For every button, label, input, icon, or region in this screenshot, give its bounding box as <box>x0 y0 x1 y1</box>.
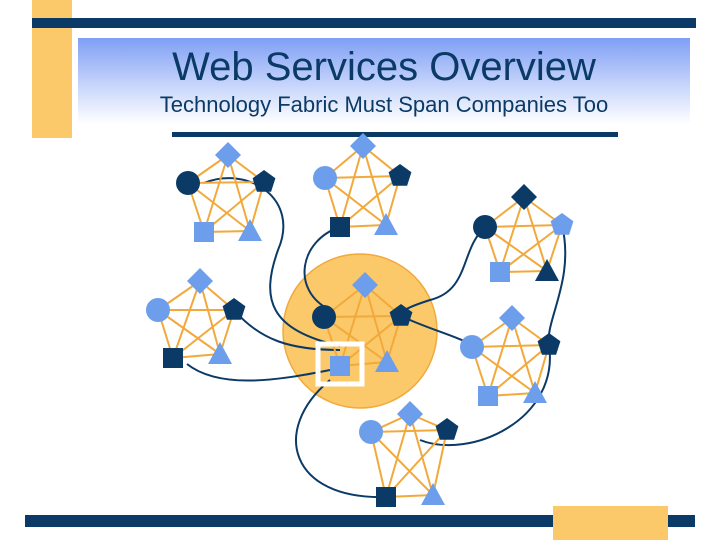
pentagon-icon <box>389 304 413 326</box>
mesh-edge <box>511 317 536 394</box>
mesh-edge <box>487 317 513 397</box>
mesh-edge <box>339 284 366 367</box>
slide-subtitle: Technology Fabric Must Span Companies To… <box>159 92 609 117</box>
cluster-bottom <box>359 401 459 507</box>
triangle-icon <box>421 483 445 505</box>
cluster-top-right <box>473 184 574 282</box>
mesh-edge <box>339 315 402 367</box>
square-icon <box>194 222 214 242</box>
mesh-edge <box>323 315 402 318</box>
mesh-edge <box>385 429 448 498</box>
diamond-icon <box>215 142 241 168</box>
triangle-icon <box>523 381 547 403</box>
pentagon-icon <box>550 213 574 235</box>
mesh-edge <box>157 309 221 355</box>
mesh-edge <box>324 177 387 226</box>
mesh-edge <box>487 344 550 397</box>
slide-title: Web Services Overview <box>172 45 596 89</box>
mesh-edge <box>362 145 387 226</box>
circle-icon <box>176 171 200 195</box>
mesh-edge <box>370 429 448 433</box>
mesh-edge <box>385 413 411 498</box>
cluster-top-left <box>176 142 276 242</box>
pentagon-icon <box>388 164 412 186</box>
square-icon <box>330 356 350 376</box>
pentagon-icon <box>222 298 246 320</box>
mesh-edge <box>187 182 251 232</box>
mesh-edge <box>471 344 550 348</box>
connector-line <box>303 226 341 311</box>
diamond-icon <box>511 184 537 210</box>
mesh-edge <box>172 309 235 359</box>
title-underline-rule <box>172 132 618 137</box>
mesh-edge <box>499 224 563 273</box>
triangle-icon <box>375 350 399 372</box>
mesh-edge <box>499 196 525 273</box>
mesh-edge <box>484 226 548 272</box>
connector-line <box>295 379 387 499</box>
mesh-edge <box>323 316 388 363</box>
connector-line <box>233 309 341 351</box>
mesh-edge <box>370 431 434 496</box>
mesh-edge <box>523 196 548 272</box>
mesh-edge <box>471 346 536 394</box>
pentagon-icon <box>252 170 276 192</box>
diamond-icon <box>397 401 423 427</box>
mesh-edge <box>324 175 401 179</box>
triangle-icon <box>374 213 398 235</box>
diamond-icon <box>499 305 525 331</box>
pentagon-icon <box>435 418 459 440</box>
square-icon <box>478 386 498 406</box>
bottom-rule-bar <box>25 515 695 527</box>
cluster-middle-left <box>146 268 246 368</box>
circle-icon <box>312 305 336 329</box>
circle-icon <box>473 215 497 239</box>
triangle-icon <box>535 259 559 281</box>
selection-frame <box>315 341 365 387</box>
mesh-edge <box>484 224 563 228</box>
circle-icon <box>359 420 383 444</box>
diamond-icon <box>350 133 376 159</box>
connector-line <box>186 363 331 382</box>
mesh-edge <box>187 181 265 184</box>
mesh-edge <box>432 429 448 496</box>
triangle-icon <box>238 219 262 241</box>
mesh-edge <box>409 413 434 496</box>
connector-line <box>419 344 551 447</box>
square-icon <box>330 217 350 237</box>
cluster-center <box>312 272 413 387</box>
square-icon <box>163 348 183 368</box>
diamond-icon <box>352 272 378 298</box>
cluster-middle-right <box>460 305 561 406</box>
circle-icon <box>313 166 337 190</box>
title-gradient-band <box>78 38 690 124</box>
square-icon <box>376 487 396 507</box>
bottom-right-accent-bar <box>553 506 668 540</box>
mesh-edge <box>203 154 229 233</box>
circle-icon <box>146 298 170 322</box>
square-icon <box>490 262 510 282</box>
top-rule-bar <box>32 18 696 28</box>
mesh-edge <box>339 145 364 228</box>
triangle-icon <box>208 342 232 364</box>
mesh-edge <box>199 280 221 355</box>
cluster-top-middle <box>313 133 412 237</box>
diamond-icon <box>187 268 213 294</box>
circle-icon <box>460 335 484 359</box>
pentagon-icon <box>537 333 561 355</box>
connector-line <box>203 177 341 347</box>
mesh-edge <box>227 154 251 232</box>
mesh-edge <box>364 284 388 363</box>
mesh-edge <box>172 280 201 359</box>
